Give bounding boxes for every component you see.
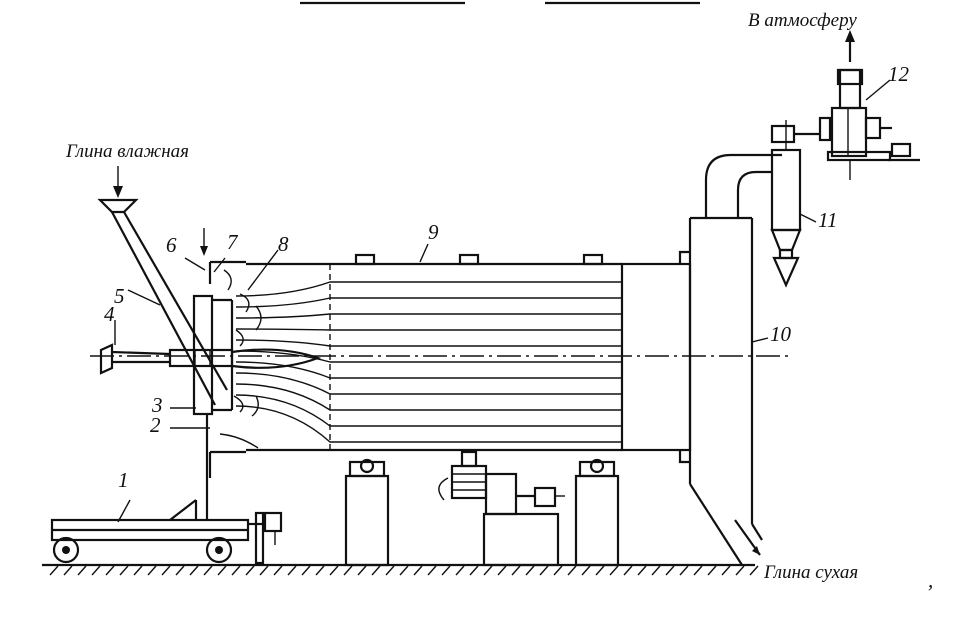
ground-hatch-mark — [49, 565, 59, 576]
ground-hatch-mark — [427, 565, 437, 576]
ground-hatch-mark — [511, 565, 521, 576]
ground-hatch-mark — [63, 565, 73, 576]
drum-flow-line — [235, 339, 622, 347]
label-5: 5 — [114, 284, 125, 308]
label-11: 11 — [818, 208, 838, 232]
ground-hatch-mark — [707, 565, 717, 576]
cart — [50, 499, 283, 565]
ground-hatch-mark — [749, 565, 759, 576]
dry-clay-caption: Глина сухая — [764, 562, 859, 583]
exhaust-fan — [770, 30, 920, 180]
ground-hatch-mark — [231, 565, 241, 576]
ground-hatch-mark — [203, 565, 213, 576]
ground-hatch-mark — [525, 565, 535, 576]
ground-hatch-mark — [693, 565, 703, 576]
ground-hatch-mark — [175, 565, 185, 576]
exhaust-duct — [704, 153, 782, 218]
ground-hatch-mark — [581, 565, 591, 576]
ground-hatch-mark — [609, 565, 619, 576]
ground-hatch-mark — [385, 565, 395, 576]
furnace-front — [192, 294, 234, 520]
ground-hatch-mark — [287, 565, 297, 576]
ground-hatch-mark — [441, 565, 451, 576]
drum-flow-line — [235, 361, 622, 379]
wet-clay-arrow — [113, 166, 123, 198]
label-8: 8 — [278, 232, 289, 256]
wet-clay-caption: Глина влажная — [66, 141, 189, 162]
ground-hatch-mark — [469, 565, 479, 576]
ground-hatch-mark — [105, 565, 115, 576]
ground-hatch-mark — [301, 565, 311, 576]
ground-hatch-mark — [189, 565, 199, 576]
discharge-chamber — [688, 216, 763, 566]
ground-hatch-mark — [595, 565, 605, 576]
ground-hatch-mark — [637, 565, 647, 576]
label-3: 3 — [152, 393, 163, 417]
to-atmosphere-caption: В атмосферу — [748, 10, 857, 31]
drum-flow-line — [235, 383, 622, 411]
ground-hatch-mark — [721, 565, 731, 576]
label-6: 6 — [166, 233, 177, 257]
ground-hatch-mark — [483, 565, 493, 576]
ground-hatch-mark — [567, 565, 577, 576]
stray-comma: , — [928, 568, 934, 592]
ground-hatch-mark — [329, 565, 339, 576]
ground-hatch-mark — [357, 565, 367, 576]
ground-hatch-mark — [217, 565, 227, 576]
label-9: 9 — [428, 220, 439, 244]
ground-hatch-mark — [119, 565, 129, 576]
ground-line — [42, 563, 759, 576]
ground-hatch-mark — [133, 565, 143, 576]
ground-hatch-mark — [455, 565, 465, 576]
ground-hatch-mark — [679, 565, 689, 576]
drum-supports — [344, 458, 620, 567]
ground-hatch-mark — [399, 565, 409, 576]
label-12: 12 — [888, 62, 909, 86]
ground-hatch-mark — [651, 565, 661, 576]
drum-flow-line — [235, 394, 622, 427]
cyclone — [770, 120, 802, 288]
ground-hatch-mark — [553, 565, 563, 576]
leader-lines — [117, 79, 891, 523]
burner — [99, 320, 322, 375]
ground-hatch-mark — [371, 565, 381, 576]
drying-drum — [90, 253, 790, 452]
ground-hatch-mark — [539, 565, 549, 576]
label-10: 10 — [770, 322, 791, 346]
label-7: 7 — [227, 230, 238, 254]
ground-hatch-mark — [259, 565, 269, 576]
drum-outlet — [620, 250, 692, 464]
drum-flow-line — [235, 313, 622, 319]
drum-inlet-flanges — [208, 260, 246, 478]
ground-hatch-mark — [161, 565, 171, 576]
ground-hatch-mark — [245, 565, 255, 576]
label-2: 2 — [150, 413, 161, 437]
ground-hatch-mark — [735, 565, 745, 576]
ground-hatch-mark — [665, 565, 675, 576]
ground-hatch-mark — [413, 565, 423, 576]
ground-hatch-mark — [273, 565, 283, 576]
ground-hatch-mark — [77, 565, 87, 576]
ground-hatch-mark — [91, 565, 101, 576]
drum-flow-line — [235, 350, 622, 363]
label-1: 1 — [118, 468, 129, 492]
drum-flow-line — [235, 405, 622, 443]
label-4: 4 — [104, 302, 115, 326]
gas-flow-arrows — [200, 228, 262, 449]
drum-flow-line — [235, 372, 622, 395]
ground-hatch-mark — [147, 565, 157, 576]
ground-hatch-mark — [343, 565, 353, 576]
drum-drive — [438, 450, 565, 567]
drum-flow-line — [235, 328, 622, 331]
ground-hatch-mark — [497, 565, 507, 576]
ground-hatch-mark — [315, 565, 325, 576]
drum-flow-line — [235, 297, 622, 308]
drum-flow-line — [235, 281, 622, 297]
ground-hatch-mark — [623, 565, 633, 576]
